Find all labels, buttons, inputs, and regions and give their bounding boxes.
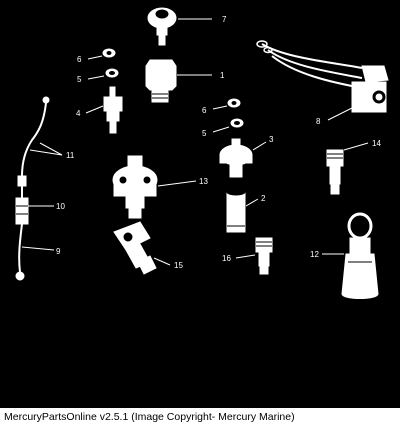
callout-2: 2 bbox=[261, 194, 266, 203]
callout-5-left: 5 bbox=[77, 75, 82, 84]
callout-16: 16 bbox=[222, 254, 231, 263]
callout-15: 15 bbox=[174, 261, 183, 270]
callout-6-right: 6 bbox=[202, 106, 207, 115]
part-14 bbox=[326, 142, 369, 195]
part-12 bbox=[322, 212, 379, 299]
image-copyright-caption: MercuryPartsOnline v2.5.1 (Image Copyrig… bbox=[0, 409, 400, 425]
part-3 bbox=[219, 138, 267, 178]
part-16 bbox=[235, 237, 273, 275]
part-6-right bbox=[212, 98, 241, 110]
callout-12: 12 bbox=[310, 250, 319, 259]
callout-14: 14 bbox=[372, 139, 381, 148]
part-1 bbox=[145, 59, 212, 103]
part-7 bbox=[147, 7, 212, 46]
callout-4: 4 bbox=[76, 109, 81, 118]
callout-11: 11 bbox=[66, 151, 75, 160]
part-15 bbox=[113, 221, 171, 275]
callout-7: 7 bbox=[222, 15, 227, 24]
part-4 bbox=[85, 86, 123, 134]
callout-9: 9 bbox=[56, 247, 61, 256]
part-2 bbox=[226, 188, 259, 233]
part-6-left bbox=[87, 48, 116, 60]
part-8 bbox=[256, 40, 389, 121]
callout-1: 1 bbox=[220, 71, 225, 80]
exploded-parts-diagram: 1 2 3 4 5 6 7 8 9 10 11 12 13 14 15 16 5… bbox=[0, 0, 400, 408]
callout-3: 3 bbox=[269, 135, 274, 144]
callout-6-left: 6 bbox=[77, 55, 82, 64]
part-9-10-11-wire-lead bbox=[15, 96, 63, 281]
callout-5-right: 5 bbox=[202, 129, 207, 138]
callout-8: 8 bbox=[316, 117, 321, 126]
callout-13: 13 bbox=[199, 177, 208, 186]
part-5-left bbox=[87, 68, 119, 80]
part-13 bbox=[112, 155, 197, 219]
part-5-right bbox=[212, 118, 244, 133]
callout-10: 10 bbox=[56, 202, 65, 211]
